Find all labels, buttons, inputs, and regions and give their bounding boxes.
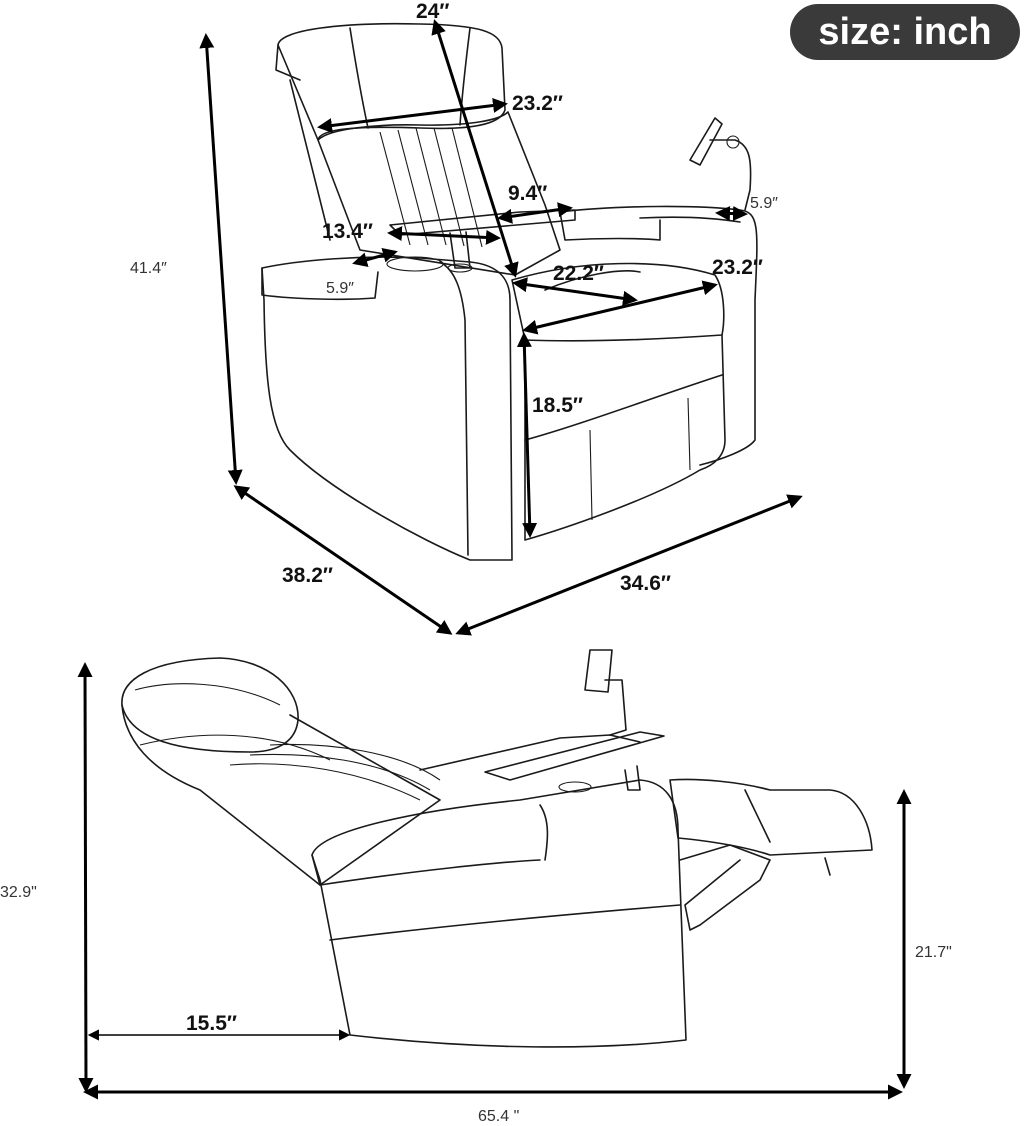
label-right-arm-width: 5.9″ <box>750 195 778 212</box>
label-seat-width: 23.2″ <box>712 256 763 279</box>
label-footrest-height: 21.7" <box>915 944 952 961</box>
label-seat-depth: 22.2″ <box>553 262 604 285</box>
label-tray-depth: 9.4″ <box>508 182 547 205</box>
label-overall-width: 34.6″ <box>620 572 671 595</box>
dimension-arrows-upright <box>199 19 803 636</box>
label-wall-clearance: 15.5″ <box>186 1012 237 1035</box>
label-tray-width: 13.4″ <box>322 220 373 243</box>
label-overall-height: 41.4″ <box>130 260 167 277</box>
size-unit-badge: size: inch <box>790 4 1020 60</box>
label-back-width: 23.2″ <box>512 92 563 115</box>
label-left-arm-width: 5.9″ <box>326 280 354 297</box>
dimension-labels: 24″ 23.2″ 9.4″ 13.4″ 5.9″ 5.9″ 41.4″ 22.… <box>0 0 952 1125</box>
label-overall-depth: 38.2″ <box>282 564 333 587</box>
label-seat-height: 18.5″ <box>532 394 583 417</box>
label-back-height: 24″ <box>416 0 449 23</box>
reclined-chair-drawing <box>121 649 873 1048</box>
label-reclined-height: 32.9" <box>0 884 37 901</box>
label-reclined-length: 65.4 " <box>478 1108 519 1125</box>
dimension-arrows-reclined <box>77 662 912 1100</box>
